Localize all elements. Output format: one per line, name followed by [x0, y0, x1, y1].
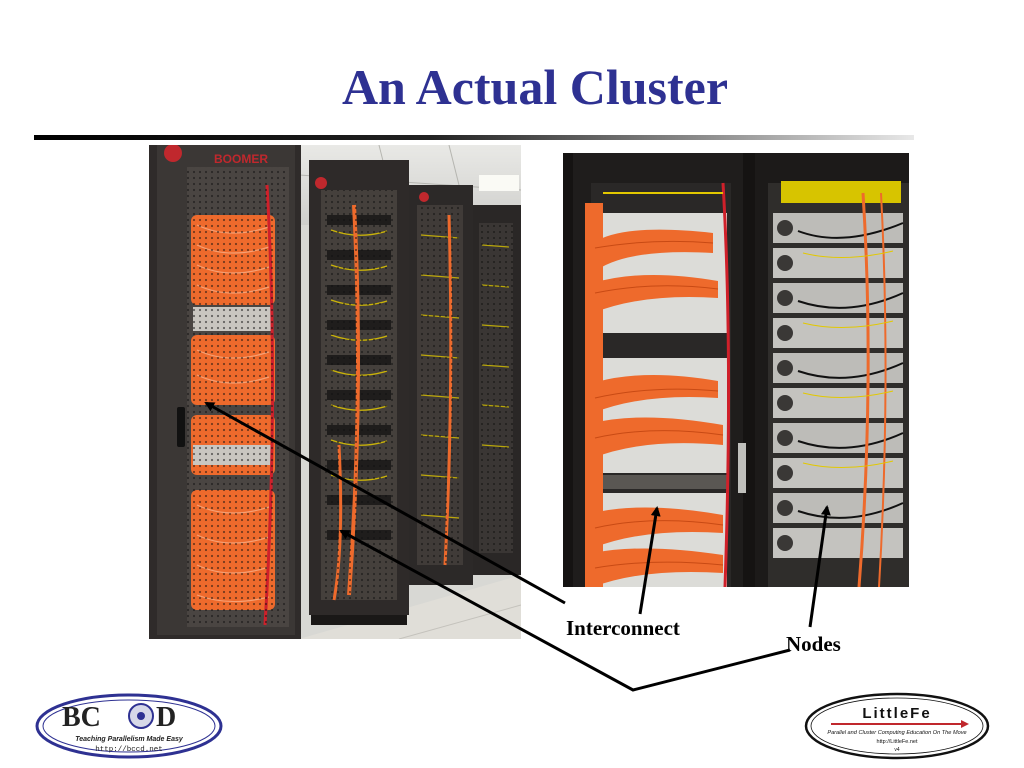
nodes-label: Nodes [786, 632, 841, 656]
littlefe-url: http://LittleFe.net [877, 739, 918, 745]
littlefe-title: LittleFe [862, 705, 931, 722]
littlefe-tagline: Parallel and Cluster Computing Education… [827, 730, 966, 736]
rack-brand-label: BOOMER [214, 152, 268, 166]
slide-title: An Actual Cluster [341, 59, 729, 115]
bccd-tagline: Teaching Parallelism Made Easy [75, 736, 184, 743]
arrow-interconnect-left [204, 401, 566, 605]
arrow-interconnect-right [638, 506, 661, 615]
littlefe-logo: LittleFe Parallel and Cluster Computing … [803, 691, 991, 761]
title-divider [34, 135, 914, 140]
interconnect-label: Interconnect [566, 616, 680, 640]
svg-text:D: D [156, 702, 176, 733]
bccd-url: http://bccd.net [95, 746, 163, 754]
cluster-racks-photo: BOOMER [149, 145, 521, 639]
arrow-nodes-right [808, 505, 831, 628]
littlefe-version: v4 [894, 747, 900, 753]
bccd-logo: BC D Teaching Parallelism Made Easy http… [34, 692, 224, 760]
svg-text:BC: BC [62, 702, 101, 733]
arrow-nodes-left [339, 529, 791, 692]
